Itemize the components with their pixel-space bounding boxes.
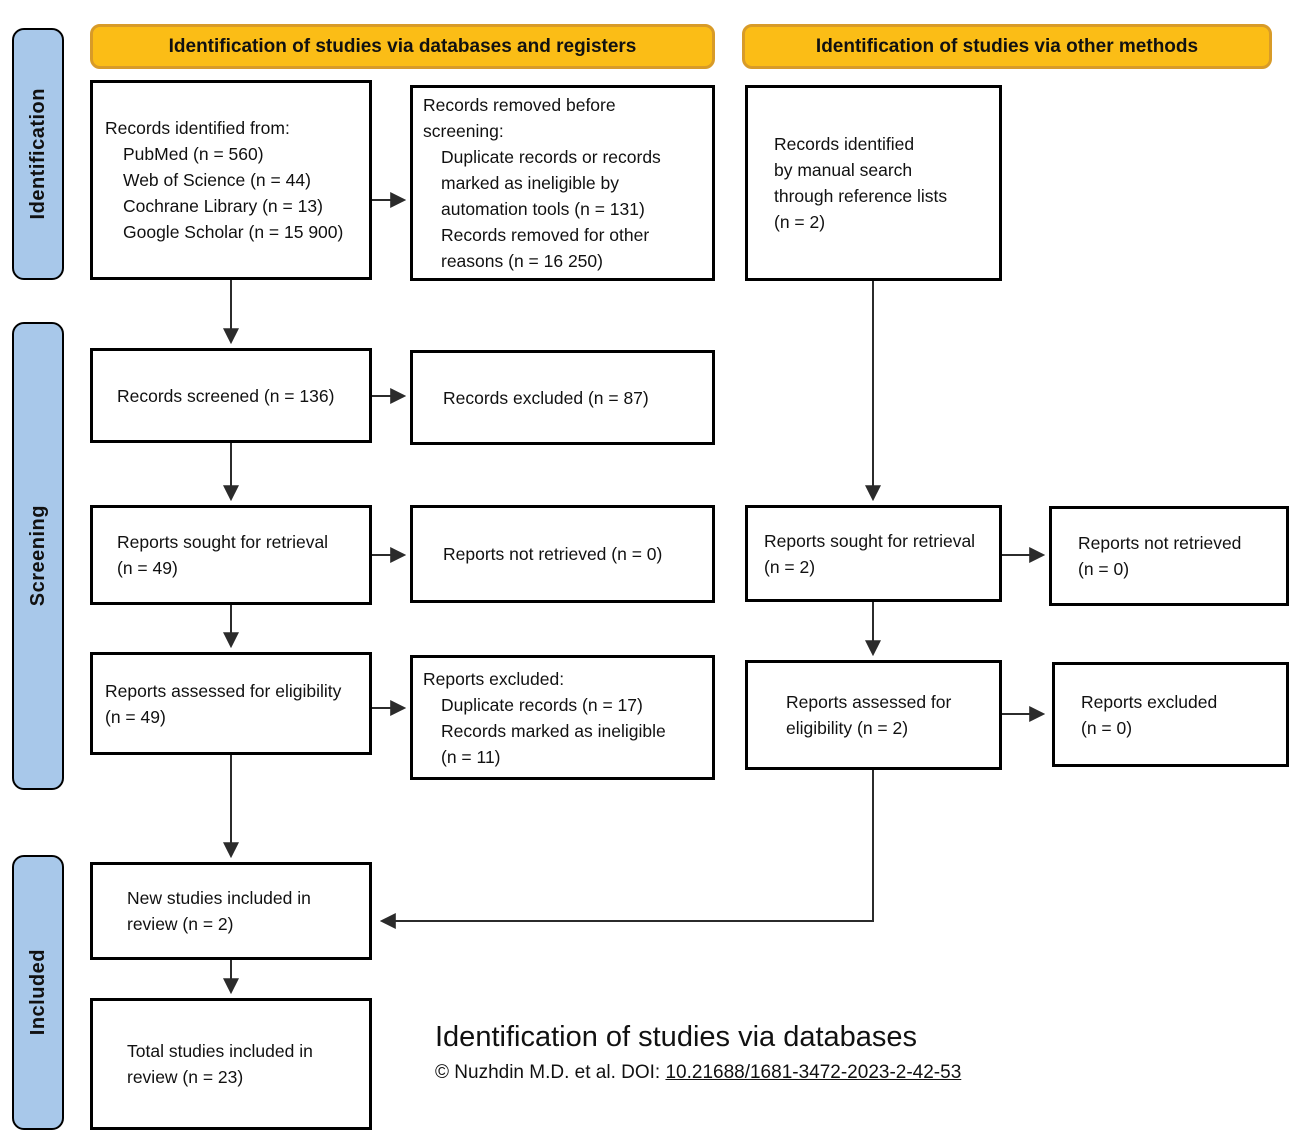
box-text-line: marked as ineligible by <box>441 173 620 193</box>
box-total-studies-included: Total studies included in review (n = 23) <box>90 998 372 1130</box>
box-text-line: Reports excluded: <box>423 668 565 689</box>
box-text-line: (n = 0) <box>1081 717 1133 738</box>
box-text-line: Duplicate records (n = 17) <box>441 694 643 715</box>
box-text-line: review (n = 2) <box>127 914 234 934</box>
box-text-line: (n = 49) <box>117 558 178 578</box>
box-text-line: Records identified <box>774 134 915 154</box>
box-reports-sought-retrieval-other: Reports sought for retrieval (n = 2) <box>745 505 1002 602</box>
caption-copyright-line: © Nuzhdin M.D. et al. DOI: 10.21688/1681… <box>435 1062 1075 1084</box>
box-text-line: Records removed before <box>423 95 616 115</box>
box-text-line: Google Scholar (n = 15 900) <box>123 222 344 242</box>
box-text-line: Total studies included in <box>127 1041 313 1061</box>
box-reports-not-retrieved-other: Reports not retrieved (n = 0) <box>1049 506 1289 606</box>
box-text-line: Reports not retrieved <box>1078 533 1242 553</box>
box-text-line: PubMed (n = 560) <box>123 144 264 164</box>
box-records-identified: Records identified from: PubMed (n = 560)… <box>90 80 372 280</box>
box-text-line: (n = 2) <box>774 212 826 232</box>
box-text-line: New studies included in <box>127 888 311 908</box>
box-text-line: review (n = 23) <box>127 1067 244 1087</box>
box-records-removed-before-screening: Records removed before screening: Duplicat… <box>410 85 715 281</box>
box-text-line: Reports assessed for <box>786 692 952 712</box>
stage-bar-included: Included <box>12 855 64 1130</box>
stage-label-included: Included <box>26 949 49 1036</box>
box-text-line: Reports assessed for eligibility <box>105 680 342 701</box>
arrow-assessed-other-to-new-studies <box>379 770 874 929</box>
box-new-studies-included: New studies included in review (n = 2) <box>90 862 372 960</box>
box-text-line: (n = 49) <box>105 706 166 727</box>
box-text-line: reasons (n = 16 250) <box>441 251 603 271</box>
box-text-line: eligibility (n = 2) <box>786 718 909 738</box>
box-text-line: (n = 11) <box>441 746 501 767</box>
box-text-line: Reports excluded <box>1081 691 1218 712</box>
box-records-excluded: Records excluded (n = 87) <box>410 350 715 445</box>
stage-label-screening: Screening <box>26 505 49 607</box>
box-text-line: Web of Science (n = 44) <box>123 170 311 190</box>
box-reports-assessed-eligibility-other: Reports assessed for eligibility (n = 2) <box>745 660 1002 770</box>
box-text-line: automation tools (n = 131) <box>441 199 645 219</box>
box-text-line: Cochrane Library (n = 13) <box>123 196 323 216</box>
stage-label-identification: Identification <box>26 88 49 220</box>
box-text-line: Records removed for other <box>441 225 650 245</box>
figure-caption: Identification of studies via databases … <box>435 1020 1075 1084</box>
caption-copyright-text: © Nuzhdin M.D. et al. DOI: <box>435 1062 666 1083</box>
box-text-line: by manual search <box>774 160 913 180</box>
stage-bar-screening: Screening <box>12 322 64 790</box>
box-text-line: Records identified from: <box>105 118 290 138</box>
stage-bar-identification: Identification <box>12 28 64 280</box>
box-text-line: through reference lists <box>774 186 948 206</box>
box-reports-not-retrieved-databases: Reports not retrieved (n = 0) <box>410 505 715 603</box>
box-text-line: Duplicate records or records <box>441 147 661 167</box>
box-records-identified-manual-search: Records identified by manual search throu… <box>745 85 1002 281</box>
header-other-methods: Identification of studies via other meth… <box>742 24 1272 69</box>
box-text-line: Reports not retrieved (n = 0) <box>443 544 663 564</box>
box-text-line: (n = 2) <box>764 556 816 577</box>
box-text-line: screening: <box>423 121 504 141</box>
header-databases-registers: Identification of studies via databases … <box>90 24 715 69</box>
box-reports-sought-retrieval-databases: Reports sought for retrieval (n = 49) <box>90 505 372 605</box>
box-text-line: Records screened (n = 136) <box>117 385 335 406</box>
box-text-line: Reports sought for retrieval <box>764 530 976 551</box>
box-reports-excluded-other: Reports excluded (n = 0) <box>1052 662 1289 767</box>
box-reports-assessed-eligibility-databases: Reports assessed for eligibility (n = 49) <box>90 652 372 755</box>
box-text-line: Records marked as ineligible <box>441 720 666 741</box>
box-text-line: (n = 0) <box>1078 559 1130 579</box>
doi-link[interactable]: 10.21688/1681-3472-2023-2-42-53 <box>665 1062 962 1083</box>
caption-title: Identification of studies via databases <box>435 1021 918 1053</box>
box-records-screened: Records screened (n = 136) <box>90 348 372 443</box>
box-text-line: Records excluded (n = 87) <box>443 387 649 408</box>
box-text-line: Reports sought for retrieval <box>117 532 329 552</box>
box-reports-excluded-databases: Reports excluded: Duplicate records (n = … <box>410 655 715 780</box>
